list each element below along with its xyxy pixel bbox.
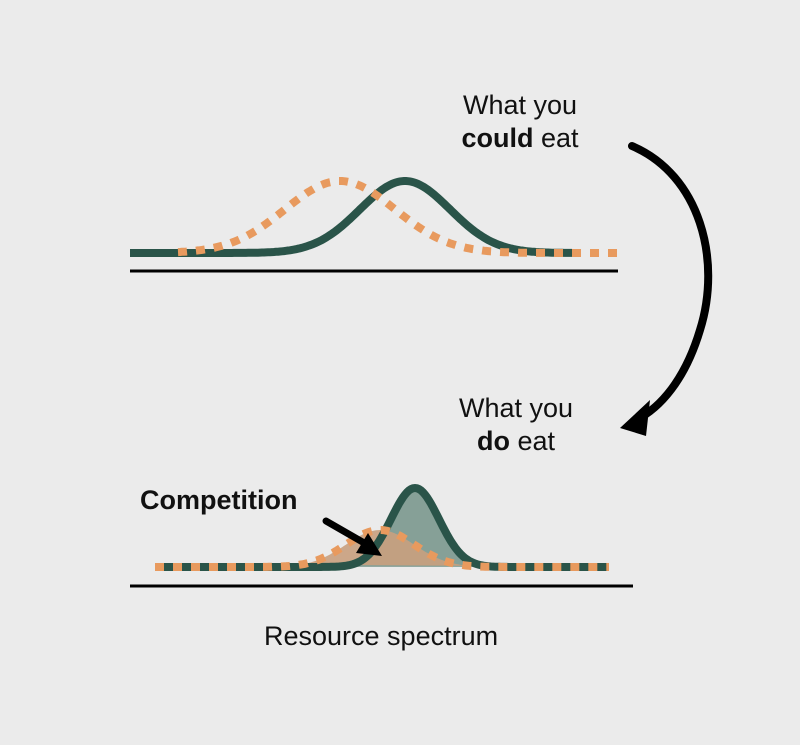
transition-arrowhead-icon xyxy=(620,400,650,436)
do-eat-bold: do xyxy=(476,426,510,456)
do-eat-rest: eat xyxy=(509,426,556,456)
competition-label: Competition xyxy=(140,485,298,515)
could-eat-bold: could xyxy=(461,123,534,153)
could-eat-label: What you could eat xyxy=(430,89,610,155)
competitor-fundamental-curve xyxy=(177,177,618,257)
realized-niche-fill xyxy=(330,488,500,567)
could-eat-rest: eat xyxy=(533,123,579,153)
competitor-realized-curve xyxy=(155,526,609,571)
transition-arrow xyxy=(628,142,713,424)
fundamental-niche-curve xyxy=(130,177,572,257)
could-eat-line2: could eat xyxy=(430,122,610,155)
could-eat-line1: What you xyxy=(462,90,578,120)
competition-arrowhead-icon xyxy=(356,533,382,556)
competition-arrow xyxy=(322,517,370,548)
do-eat-line2: do eat xyxy=(426,425,606,458)
do-eat-line1: What you xyxy=(458,393,574,423)
axis-label: Resource spectrum xyxy=(264,621,499,651)
do-eat-label: What you do eat xyxy=(426,392,606,458)
